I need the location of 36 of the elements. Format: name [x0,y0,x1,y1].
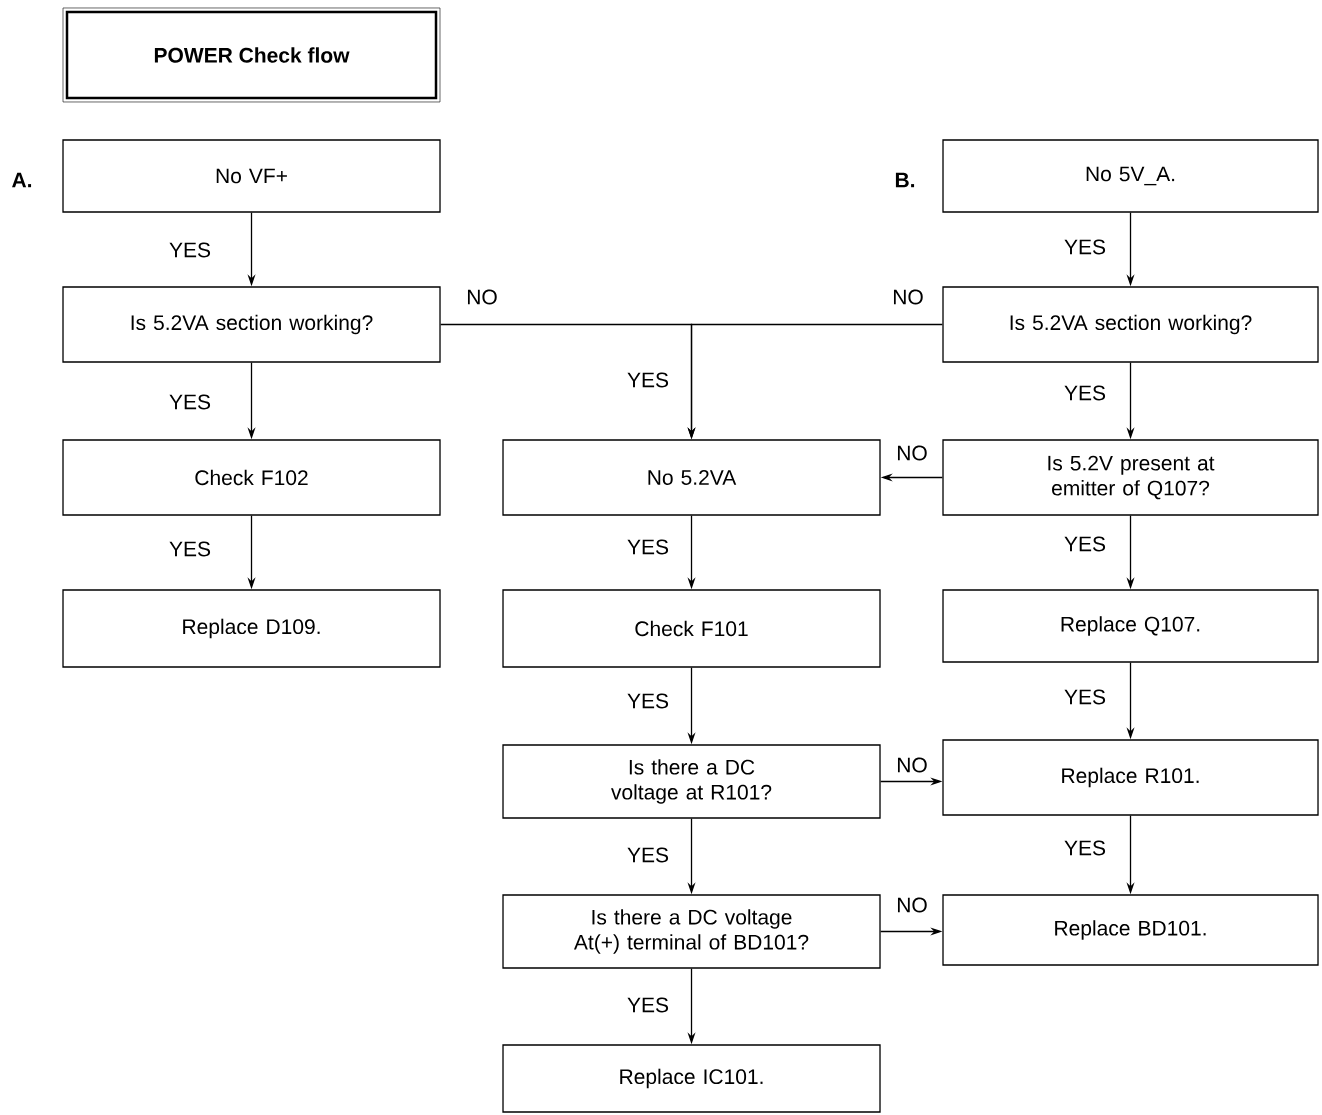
edge-label: NO [891,288,925,306]
edge-label: YES [168,241,212,259]
process-box: Is 5.2VA section working? [62,286,441,363]
process-box: Is there a DC voltage at R101? [502,744,881,819]
edge-label: YES [1063,238,1107,256]
section-letter: A. [12,172,32,188]
edge-label: YES [1063,688,1107,706]
process-box: No 5.2VA [502,439,881,516]
process-box: Replace Q107. [942,589,1319,663]
process-box: Replace D109. [62,589,441,668]
process-box: Is there a DC voltage At(+) terminal of BD101? [502,894,881,969]
branch-label: YES [626,371,670,389]
process-box: Replace R101. [942,739,1319,816]
edge-label: YES [168,393,212,411]
process-box: Is 5.2V present at emitter of Q107? [942,439,1319,516]
edge-label: YES [1063,839,1107,857]
edge-label: NO [895,756,929,774]
edge-label: YES [626,538,670,556]
edge-label: NO [895,444,929,462]
process-box: Replace BD101. [942,894,1319,966]
edge-label: YES [1063,384,1107,402]
process-box: Check F102 [62,439,441,516]
title-box: POWER Check flow [62,7,441,103]
process-box: No 5V_A. [942,139,1319,213]
process-box: Is 5.2VA section working? [942,286,1319,363]
edge-label: YES [626,692,670,710]
edge-label: YES [168,540,212,558]
section-letter: B. [895,172,915,188]
process-box: Replace IC101. [502,1044,881,1113]
edge-label: NO [465,288,499,306]
edge-label: YES [626,996,670,1014]
edge-label: NO [895,896,929,914]
process-box: Check F101 [502,589,881,668]
process-box: No VF+ [62,139,441,213]
edge-label: YES [626,846,670,864]
edge-label: YES [1063,535,1107,553]
